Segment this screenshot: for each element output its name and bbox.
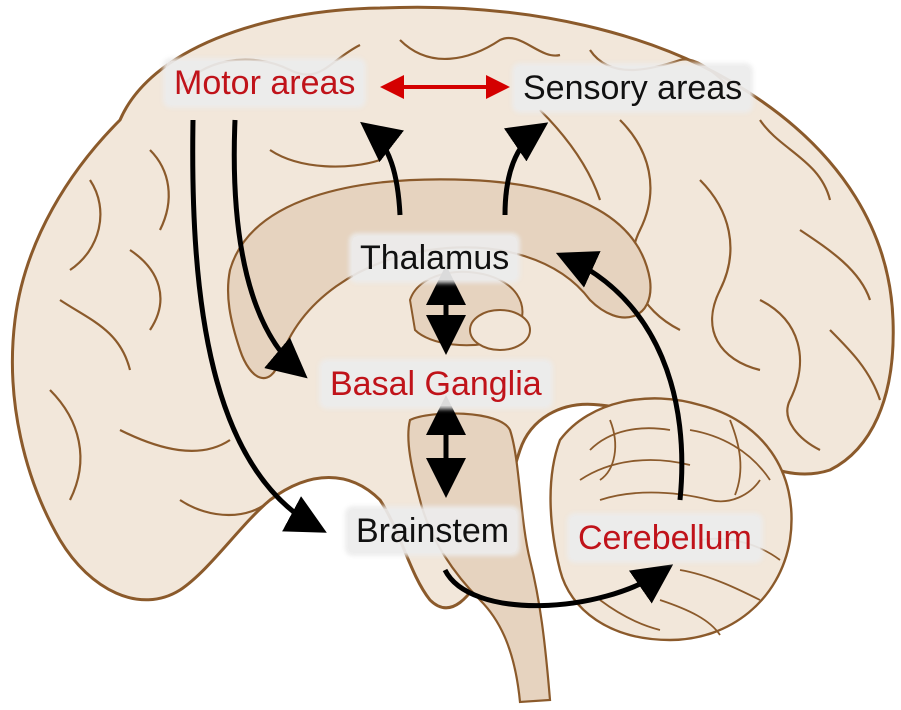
basal-ganglia-label: Basal Ganglia	[322, 362, 550, 406]
brainstem-label: Brainstem	[348, 509, 518, 553]
arrow-motor-to-basal-ganglia	[231, 119, 308, 379]
sensory-areas-label: Sensory areas	[515, 66, 751, 110]
arrow-motor-to-brainstem	[190, 119, 327, 533]
cerebellum-label: Cerebellum	[570, 516, 760, 560]
motor-areas-label: Motor areas	[166, 61, 364, 105]
connection-arrows	[190, 119, 685, 609]
arrow-cerebellum-to-thalamus	[555, 251, 685, 501]
thalamus-label: Thalamus	[352, 236, 518, 280]
cerebellum-folia	[579, 419, 781, 636]
arrow-brainstem-to-cerebellum	[442, 564, 674, 609]
arrow-thalamus-to-motor	[360, 121, 404, 216]
inner-nucleus	[469, 309, 531, 351]
arrow-thalamus-to-sensory	[502, 122, 549, 216]
